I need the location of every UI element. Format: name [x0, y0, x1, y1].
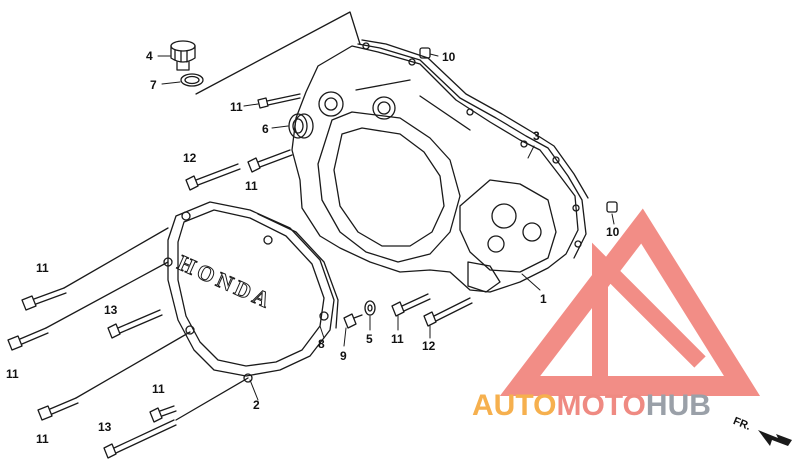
callout-7: 7: [150, 78, 157, 92]
callout-11: 11: [230, 100, 243, 114]
callout-6: 6: [262, 122, 269, 136]
callout-3: 3: [533, 129, 540, 143]
watermark-logo: [499, 208, 761, 396]
callout-5: 5: [366, 332, 373, 346]
bolts: [7, 93, 473, 459]
brand-part-auto: AUTO: [472, 389, 557, 422]
o-ring: [180, 73, 204, 87]
callout-10: 10: [442, 50, 456, 64]
cover-gasket: [357, 43, 587, 259]
callout-2: 2: [253, 398, 260, 412]
callout-4: 4: [146, 49, 153, 63]
callout-12: 12: [422, 339, 436, 353]
clutch-cover-gasket: [257, 213, 339, 329]
callout-11: 11: [152, 382, 165, 396]
callout-11: 11: [36, 432, 49, 446]
callout-10: 10: [606, 225, 620, 239]
crankcase-cover: [291, 45, 579, 293]
brand-part-moto: MOTO: [556, 389, 646, 422]
callout-1: 1: [540, 292, 547, 306]
callout-12: 12: [183, 151, 197, 165]
callout-13: 13: [104, 303, 118, 317]
callout-11: 11: [6, 367, 19, 381]
oil-seal: [288, 113, 314, 139]
oil-filler-cap: [170, 40, 196, 71]
callout-11: 11: [245, 179, 258, 193]
callout-9: 9: [340, 349, 347, 363]
callout-11: 11: [391, 332, 404, 346]
front-arrow-icon: [758, 430, 792, 446]
watermark-brand: AUTOMOTOHUB: [472, 391, 711, 421]
dowel-pins: [419, 47, 618, 213]
callout-11: 11: [36, 261, 49, 275]
leader-lines: [157, 53, 615, 401]
callout-8: 8: [318, 337, 325, 351]
callout-13: 13: [98, 420, 112, 434]
brand-part-hub: HUB: [645, 389, 711, 422]
bracket-line: [195, 11, 361, 95]
cover-brand-text: HONDA: [174, 250, 277, 314]
